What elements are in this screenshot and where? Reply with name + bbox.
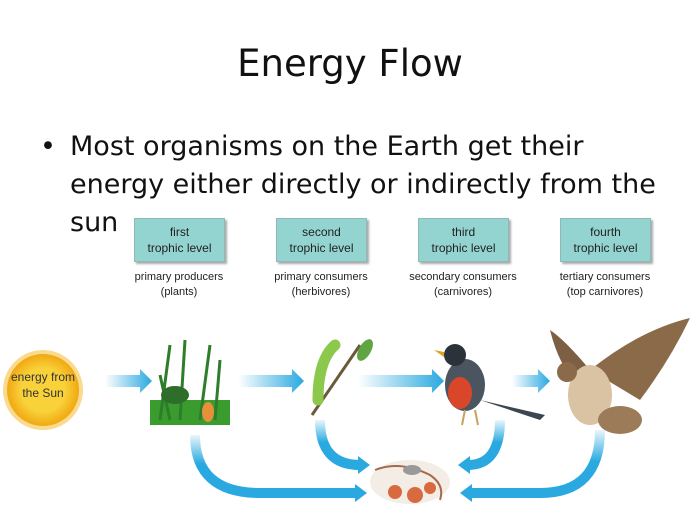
arrowheads: [355, 456, 472, 502]
level-number: second: [302, 225, 341, 239]
level-role-1: primary producers (plants): [114, 270, 244, 300]
role-example: (top carnivores): [566, 286, 644, 298]
decomposer-arrows: [190, 419, 605, 498]
trophic-level-box-2: second trophic level: [276, 218, 367, 262]
plants-icon: [150, 339, 230, 425]
bullet-point: • Most organisms on the Earth get their …: [40, 128, 680, 242]
bullet-text: Most organisms on the Earth get their en…: [70, 131, 656, 238]
hawk-icon: [550, 318, 690, 434]
role-text: primary consumers: [274, 271, 368, 283]
trophic-level-box-1: first trophic level: [134, 218, 225, 262]
decomposers-icon: [370, 460, 450, 504]
level-number: third: [451, 225, 476, 239]
level-label: trophic level: [147, 241, 212, 255]
flow-arrow: [105, 369, 550, 393]
role-text: primary producers: [134, 271, 224, 283]
slide-title: Energy Flow: [237, 42, 463, 85]
level-label: trophic level: [431, 241, 496, 255]
level-number: fourth: [590, 225, 621, 239]
level-role-4: tertiary consumers (top carnivores): [540, 270, 670, 300]
level-number: first: [169, 225, 190, 239]
level-role-3: secondary consumers (carnivores): [398, 270, 528, 300]
sun-label: energy from the Sun: [5, 369, 81, 401]
level-label: trophic level: [289, 241, 354, 255]
role-example: (carnivores): [433, 286, 493, 298]
bullet-symbol: •: [40, 131, 56, 162]
sun-icon: [3, 350, 83, 430]
role-example: (plants): [160, 286, 198, 298]
sun-label-line2: the Sun: [22, 386, 64, 400]
level-role-2: primary consumers (herbivores): [256, 270, 386, 300]
role-text: tertiary consumers: [559, 271, 651, 283]
role-text: secondary consumers: [409, 271, 517, 283]
level-label: trophic level: [573, 241, 638, 255]
sun-label-line1: energy from: [10, 370, 76, 384]
trophic-level-box-3: third trophic level: [418, 218, 509, 262]
role-example: (herbivores): [291, 286, 351, 298]
caterpillar-icon: [310, 339, 373, 416]
robin-icon: [434, 344, 545, 426]
trophic-level-box-4: fourth trophic level: [560, 218, 651, 262]
